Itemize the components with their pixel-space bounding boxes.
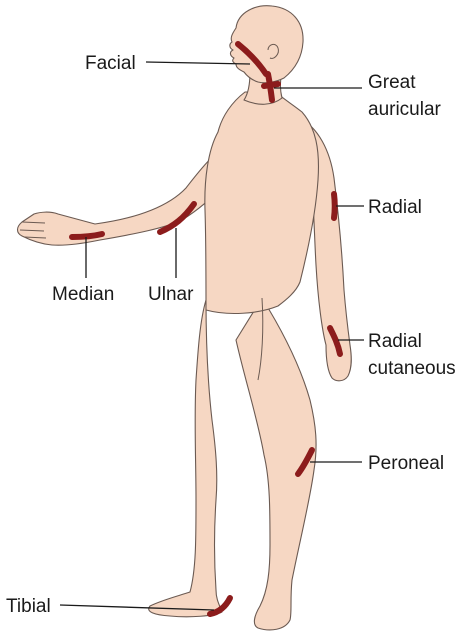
- label-tibial: Tibial: [6, 596, 51, 617]
- label-median: Median: [52, 284, 114, 305]
- radial-nerve-marker: [334, 194, 335, 218]
- median-nerve-marker: [72, 234, 102, 237]
- label-ulnar: Ulnar: [148, 284, 194, 305]
- torso: [205, 92, 319, 313]
- label-peroneal: Peroneal: [368, 453, 444, 474]
- human-body-figure: [18, 6, 352, 630]
- label-radial-cutaneous-line2: cutaneous: [368, 358, 456, 379]
- label-great-auricular-line2: auricular: [368, 99, 442, 120]
- label-facial: Facial: [85, 53, 136, 74]
- label-radial: Radial: [368, 197, 422, 218]
- front-leg: [149, 300, 222, 617]
- label-radial-cutaneous-line1: Radial: [368, 331, 422, 352]
- label-great-auricular-line1: Great: [368, 72, 416, 93]
